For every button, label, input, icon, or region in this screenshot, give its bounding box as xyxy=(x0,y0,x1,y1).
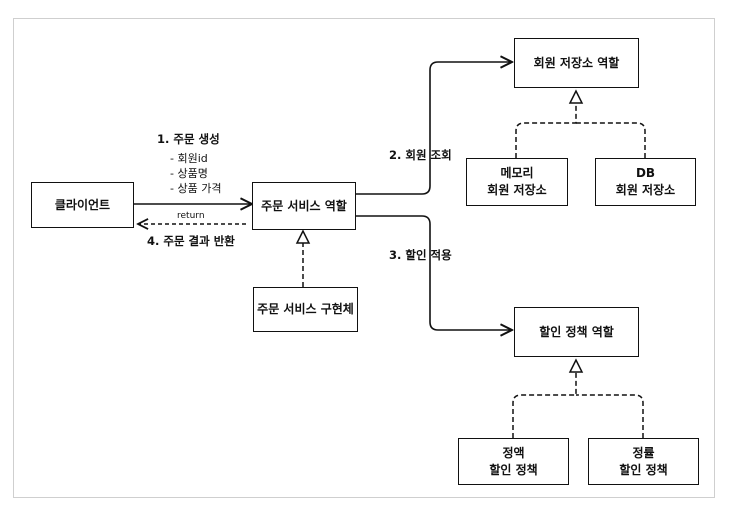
member-repo-role-label: 회원 저장소 역할 xyxy=(533,55,620,70)
rate-discount-box: 정률 할인 정책 xyxy=(588,438,699,485)
order-service-impl-label: 주문 서비스 구현체 xyxy=(257,302,354,316)
db-repo-line1: DB xyxy=(635,166,656,180)
fixed-discount-realization-line xyxy=(512,372,577,438)
memory-repo-line1: 메모리 xyxy=(500,166,534,180)
impl-realization-triangle xyxy=(295,229,311,244)
member-lookup-arrow xyxy=(356,62,512,195)
client-box: 클라이언트 xyxy=(31,182,134,228)
create-order-label: 1. 주문 생성 xyxy=(157,132,220,146)
param-member-id: - 회원id xyxy=(170,152,208,165)
member-repo-realization-triangle xyxy=(568,89,584,104)
memory-repo-realization-line xyxy=(515,103,577,158)
db-repo-realization-line xyxy=(576,122,646,158)
discount-policy-role-box: 할인 정책 역할 xyxy=(514,307,639,357)
order-service-role-label: 주문 서비스 역할 xyxy=(261,198,347,213)
client-label: 클라이언트 xyxy=(54,197,111,212)
fixed-discount-line2: 할인 정책 xyxy=(489,462,538,477)
apply-discount-label: 3. 할인 적용 xyxy=(389,248,452,262)
rate-discount-line1: 정률 xyxy=(632,445,655,460)
db-repo-line2: 회원 저장소 xyxy=(615,183,676,197)
db-repo-box: DB 회원 저장소 xyxy=(595,158,696,206)
rate-discount-realization-line xyxy=(576,394,644,438)
param-product-price: - 상품 가격 xyxy=(170,182,222,195)
memory-repo-line2: 회원 저장소 xyxy=(487,183,547,197)
discount-policy-realization-triangle xyxy=(568,358,584,373)
rate-discount-line2: 할인 정책 xyxy=(619,462,668,477)
fixed-discount-line1: 정액 xyxy=(502,445,525,460)
param-product-name: - 상품명 xyxy=(170,167,208,180)
discount-policy-role-label: 할인 정책 역할 xyxy=(539,324,614,339)
memory-repo-box: 메모리 회원 저장소 xyxy=(466,158,568,206)
order-service-impl-box: 주문 서비스 구현체 xyxy=(253,287,358,332)
order-service-role-box: 주문 서비스 역할 xyxy=(252,182,356,230)
diagram-frame xyxy=(13,18,715,498)
order-result-label: 4. 주문 결과 반환 xyxy=(147,234,235,248)
member-repo-role-box: 회원 저장소 역할 xyxy=(514,38,639,88)
return-label: return xyxy=(177,211,205,221)
apply-discount-arrow xyxy=(356,215,512,330)
fixed-discount-box: 정액 할인 정책 xyxy=(458,438,569,485)
member-lookup-label: 2. 회원 조회 xyxy=(389,148,452,162)
